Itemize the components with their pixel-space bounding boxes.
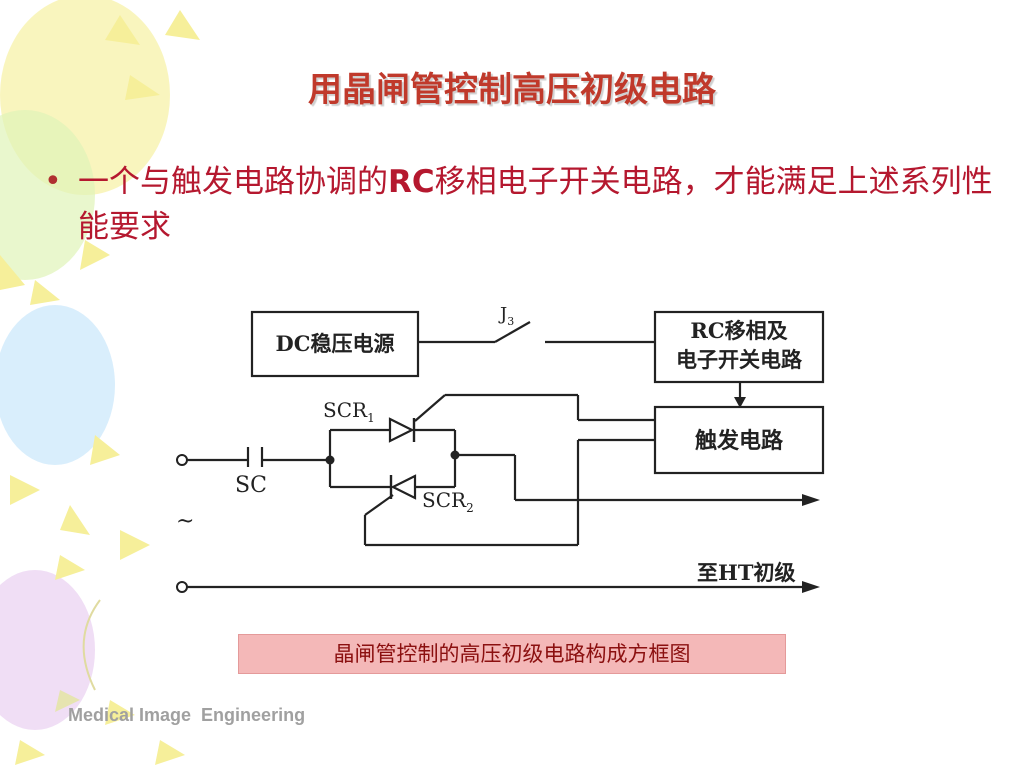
junction-dot bbox=[450, 450, 460, 460]
bullet-text: 一个与触发电路协调的RC移相电子开关电路，才能满足上述系列性能要求 bbox=[78, 160, 998, 250]
junction-dot bbox=[325, 455, 335, 465]
switch-label: J3 bbox=[498, 304, 514, 328]
rc-box-line2: 电子开关电路 bbox=[676, 347, 803, 372]
scr1-thyristor-icon bbox=[388, 417, 416, 443]
scr2-label: SCR2 bbox=[422, 488, 474, 515]
bullet-text-part1: 一个与触发电路协调的 bbox=[78, 164, 388, 200]
bullet-text-bold: RC bbox=[388, 164, 435, 200]
trigger-box bbox=[653, 405, 825, 475]
balloon-green bbox=[0, 110, 95, 280]
arrow-head-icon bbox=[802, 581, 820, 593]
sc-label: SC bbox=[235, 473, 267, 498]
slide-title: 用晶闸管控制高压初级电路 bbox=[308, 70, 716, 110]
balloon-blue bbox=[0, 305, 115, 465]
footer-text: Medical Image Engineering bbox=[68, 705, 306, 725]
dc-power-label: DC稳压电源 bbox=[276, 331, 395, 356]
trigger-box-label: 触发电路 bbox=[695, 428, 784, 454]
balloon-purple bbox=[0, 570, 95, 730]
output-label: 至HT初级 bbox=[697, 560, 795, 585]
ac-symbol: ~ bbox=[176, 509, 194, 534]
terminal-icon bbox=[176, 454, 188, 466]
scr2-thyristor-icon bbox=[389, 474, 417, 500]
rc-switch-box bbox=[653, 310, 825, 384]
arrow-head-icon bbox=[802, 494, 820, 506]
bullet-text-part2: 移相电子开关电路，才能满足上述系列性能要求 bbox=[78, 164, 993, 245]
scr1-label: SCR1 bbox=[323, 398, 375, 425]
arrow-head-icon bbox=[734, 397, 746, 408]
rc-box-line1: RC移相及 bbox=[690, 318, 788, 343]
figure-caption: 晶闸管控制的高压初级电路构成方框图 bbox=[238, 634, 786, 674]
dc-power-box bbox=[250, 310, 420, 378]
bullet-dot-icon: • bbox=[44, 164, 62, 199]
circuit-diagram: DC稳压电源 RC移相及 电子开关电路 触发电路 J3 SCR1 SCR2 SC… bbox=[176, 304, 825, 593]
terminal-icon bbox=[176, 581, 188, 593]
